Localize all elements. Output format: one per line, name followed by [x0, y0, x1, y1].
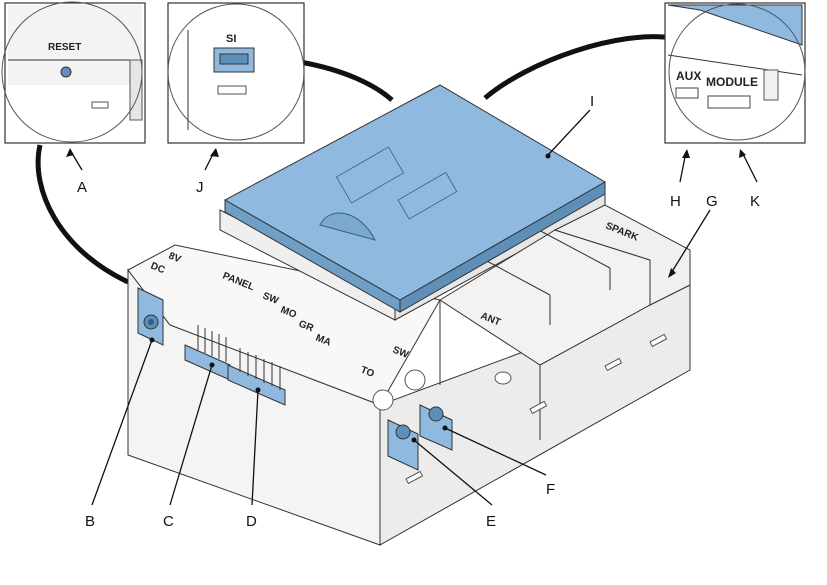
dc-power-jack: [137, 287, 164, 346]
marking-8v: 8V: [167, 251, 183, 266]
leader-g: [669, 209, 711, 276]
inset-j: SI: [167, 2, 305, 144]
callout-h: H: [670, 193, 681, 210]
marking-si: SI: [226, 33, 236, 45]
callout-b: B: [85, 513, 95, 530]
marking-reset: RESET: [48, 42, 81, 53]
arc-connector-a: [35, 144, 130, 285]
terminal-block-e: [387, 419, 419, 471]
inset-a: RESET: [1, 1, 146, 144]
callout-d: D: [246, 513, 257, 530]
marking-dc: DC: [149, 261, 167, 277]
marking-gr: GR: [297, 319, 316, 335]
callout-a: A: [77, 179, 87, 196]
leader-k: [741, 151, 758, 183]
marking-ma: MA: [314, 333, 333, 349]
leader-f: [444, 427, 547, 476]
callout-j: J: [196, 179, 204, 196]
callout-e: E: [486, 513, 496, 530]
leader-b: [91, 339, 153, 506]
callout-c: C: [163, 513, 174, 530]
callout-k: K: [750, 193, 760, 210]
arc-connector-j: [299, 59, 394, 102]
leader-i: [547, 109, 591, 156]
leader-d: [251, 389, 259, 506]
module-connector: [227, 348, 286, 406]
arc-connector-h: [483, 34, 673, 100]
blue-lid: [223, 84, 606, 313]
inset-h-k: AUX MODULE: [664, 2, 806, 144]
callout-f: F: [546, 481, 555, 498]
panel-connector: [184, 325, 231, 381]
marking-to: TO: [359, 365, 376, 380]
callout-g: G: [706, 193, 718, 210]
marking-module: MODULE: [706, 75, 758, 89]
terminal-block-f: [419, 404, 453, 451]
callout-i: I: [590, 93, 594, 110]
marking-aux: AUX: [676, 69, 701, 83]
leader-c: [169, 364, 213, 506]
leader-e: [413, 439, 493, 506]
